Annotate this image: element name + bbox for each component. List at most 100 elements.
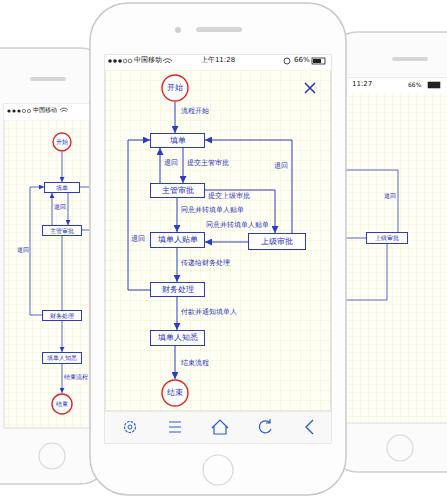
flow-arrow xyxy=(62,152,63,182)
edge-label: 退回 xyxy=(274,163,288,170)
home-icon xyxy=(212,420,228,434)
terminal-circle: 开始 xyxy=(52,132,72,152)
node-text: 开始 xyxy=(56,139,68,145)
flow-arrow xyxy=(62,321,63,352)
home-button xyxy=(387,435,413,461)
process-box: 填单人贴单 xyxy=(150,232,205,248)
signal-dot xyxy=(113,59,117,63)
node-text: 填单人贴单 xyxy=(158,236,198,244)
phone-speaker xyxy=(392,57,428,61)
edge-label: 流程开始 xyxy=(181,108,209,115)
signal-dot xyxy=(27,109,30,112)
signal-dot xyxy=(118,59,122,63)
flow-arrow xyxy=(128,140,150,290)
terminal-circle: 结束 xyxy=(51,393,73,415)
settings-icon xyxy=(128,425,132,429)
flow-arrow xyxy=(183,148,184,183)
phone-screen xyxy=(105,55,331,443)
flow-arrow xyxy=(160,148,161,183)
circle-outline xyxy=(52,394,72,414)
flow-arrow xyxy=(205,140,292,233)
process-box: 主管审批 xyxy=(42,225,82,236)
phone-speaker xyxy=(196,27,242,32)
node-text: 开始 xyxy=(167,84,183,92)
close-icon xyxy=(305,83,315,93)
circle-outline xyxy=(53,133,71,151)
process-box: 填单人知悉 xyxy=(150,330,205,346)
process-box: 填单 xyxy=(44,182,80,193)
edge-label: 结束流程 xyxy=(64,374,88,380)
node-text: 财务处理 xyxy=(50,313,74,319)
node-text: 结束 xyxy=(167,389,183,397)
status-text: 退回 xyxy=(384,193,396,199)
phone-camera xyxy=(175,27,181,33)
signal-dot xyxy=(12,109,15,112)
process-box: 填单 xyxy=(150,133,205,148)
signal-dot xyxy=(108,59,112,63)
process-box: 财务处理 xyxy=(150,282,205,297)
edge-label: 付款并通知填单人 xyxy=(181,309,237,316)
node-text: 主管审批 xyxy=(162,187,194,195)
phone-speaker xyxy=(30,77,66,81)
alarm-icon xyxy=(284,58,290,64)
edge-label: 同意并转填单人贴单 xyxy=(181,207,244,214)
signal-dot xyxy=(123,59,127,63)
flow-arrow xyxy=(62,364,63,393)
wifi-icon xyxy=(60,108,68,112)
signal-dot xyxy=(128,59,132,63)
flow-arrow xyxy=(68,193,69,225)
phone-screen xyxy=(338,78,447,423)
home-button xyxy=(203,455,233,485)
node-text: 填单 xyxy=(170,137,186,145)
refresh-icon xyxy=(259,419,271,433)
flow-arrow xyxy=(30,187,44,315)
edge-label: 同意并转填单人贴单 xyxy=(206,222,269,229)
flow-arrow xyxy=(175,346,176,379)
node-text: 填单人知悉 xyxy=(47,355,77,361)
status-bar xyxy=(338,78,447,93)
edge-label: 退回 xyxy=(164,160,178,167)
node-text: 主管审批 xyxy=(50,228,74,234)
signal-dot xyxy=(7,109,10,112)
wifi-icon xyxy=(163,59,172,63)
node-text: 上级审批 xyxy=(375,235,399,241)
process-box: 财务处理 xyxy=(42,310,82,321)
edge-label: 退回 xyxy=(131,236,145,243)
home-button xyxy=(39,443,65,469)
flow-arrow xyxy=(177,297,178,330)
edge-label: 提交主管审批 xyxy=(187,160,229,167)
status-text: 66% xyxy=(294,57,310,64)
edge-label: 退回 xyxy=(17,247,29,253)
terminal-circle: 开始 xyxy=(161,74,189,102)
process-box: 主管审批 xyxy=(150,183,205,198)
edge-label: 退回 xyxy=(54,204,66,210)
toolbar-border xyxy=(105,411,331,412)
battery-level xyxy=(313,59,321,63)
edge-label: 结束流程 xyxy=(181,360,209,367)
battery-icon xyxy=(312,58,325,64)
status-text: 66% xyxy=(408,82,421,88)
circle-outline xyxy=(162,75,188,101)
node-text: 填单人知悉 xyxy=(158,334,198,342)
node-text: 填单 xyxy=(56,185,68,191)
edge-label: 传递给财务处理 xyxy=(181,260,230,267)
process-box: 填单人知悉 xyxy=(42,352,82,364)
node-text: 财务处理 xyxy=(162,286,194,294)
settings-icon xyxy=(125,422,136,433)
status-text: 11:27 xyxy=(352,81,372,88)
signal-dot xyxy=(17,109,20,112)
flow-arrow xyxy=(52,193,53,225)
circle-outline xyxy=(162,380,188,406)
status-text: 上午11:28 xyxy=(201,57,235,64)
process-box: 上级审批 xyxy=(248,233,306,250)
flow-arrow xyxy=(177,248,178,282)
back-icon xyxy=(306,420,313,434)
battery-icon xyxy=(428,82,440,88)
flow-arrow xyxy=(175,102,176,133)
signal-dot xyxy=(22,109,25,112)
status-text: 中国移动 xyxy=(134,57,162,64)
flow-arrow xyxy=(205,242,248,243)
